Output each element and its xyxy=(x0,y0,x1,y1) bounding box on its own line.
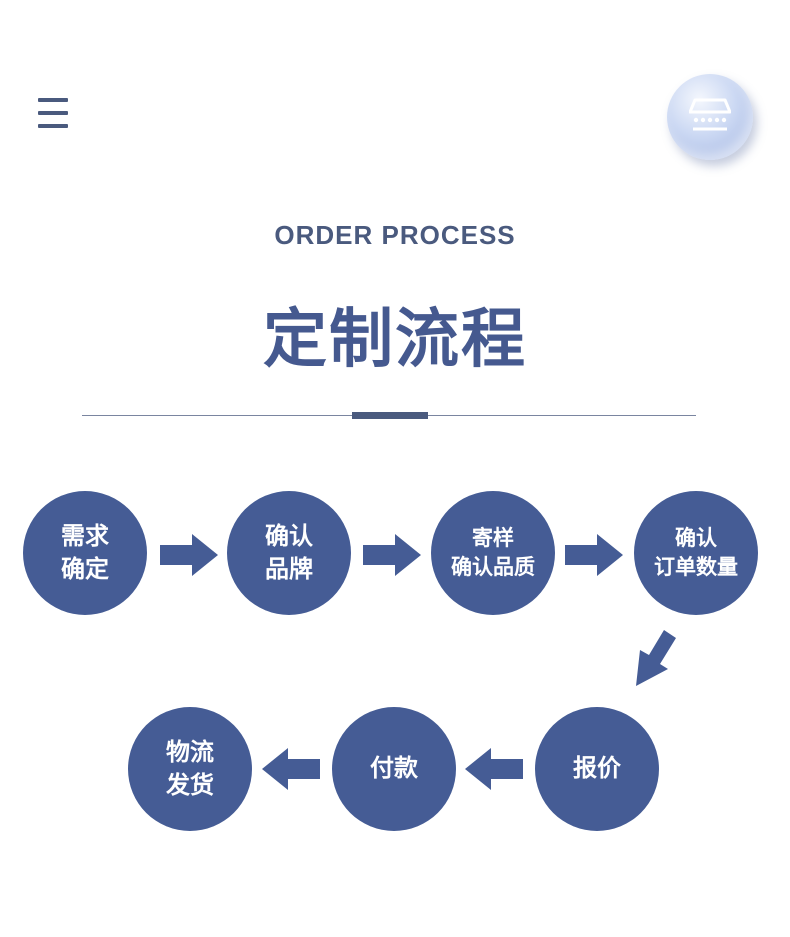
step-label: 寄样 确认品质 xyxy=(451,526,535,579)
step-label: 付款 xyxy=(370,754,418,783)
arrow-right-icon xyxy=(363,534,421,576)
arrow-left-icon xyxy=(465,748,523,790)
arrow-down-left-icon xyxy=(636,630,676,686)
menu-icon[interactable] xyxy=(38,98,68,128)
step-label: 报价 xyxy=(573,754,621,783)
arrow-right-icon xyxy=(565,534,623,576)
arrow-right-icon xyxy=(160,534,218,576)
step-label: 确认 品牌 xyxy=(265,521,313,583)
step-2-circle: 确认 品牌 xyxy=(227,491,351,615)
page-title: 定制流程 xyxy=(263,303,527,377)
step-1-circle: 需求 确定 xyxy=(23,491,147,615)
step-label: 确认 订单数量 xyxy=(654,526,738,579)
step-5-circle: 报价 xyxy=(535,707,659,831)
divider-accent xyxy=(352,412,428,419)
page-title-en: ORDER PROCESS xyxy=(274,220,516,250)
step-3-circle: 寄样 确认品质 xyxy=(431,491,555,615)
step-6-circle: 付款 xyxy=(332,707,456,831)
store-icon xyxy=(689,98,731,131)
store-button[interactable] xyxy=(667,74,753,160)
step-label: 物流 发货 xyxy=(166,737,214,799)
step-7-circle: 物流 发货 xyxy=(128,707,252,831)
step-label: 需求 确定 xyxy=(61,521,109,583)
arrow-left-icon xyxy=(262,748,320,790)
step-4-circle: 确认 订单数量 xyxy=(634,491,758,615)
